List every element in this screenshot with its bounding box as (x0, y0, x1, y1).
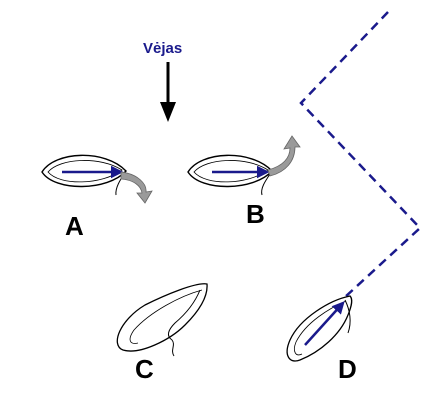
sail-icon (344, 299, 351, 334)
deck-line-icon (294, 300, 347, 356)
hull-icon (286, 295, 353, 362)
tack-path (299, 11, 422, 299)
deck-line-icon (129, 289, 203, 344)
sail-direction-arrow (304, 301, 345, 346)
head-up-arrow-icon (267, 135, 301, 177)
boat-a-label: A (65, 211, 84, 241)
wind-label: Vėjas (143, 40, 182, 57)
hull-icon (116, 283, 208, 352)
boat-a: A (41, 154, 153, 241)
boat-c-label: C (135, 354, 154, 384)
boat-b-label: B (246, 199, 265, 229)
wind-arrow-icon (160, 62, 176, 122)
boat-d: D (286, 295, 357, 384)
sail-icon (167, 289, 201, 357)
boat-d-label: D (338, 354, 357, 384)
boat-c: C (116, 283, 208, 384)
boat-b: B (187, 135, 301, 229)
bear-away-arrow-icon (120, 171, 153, 204)
